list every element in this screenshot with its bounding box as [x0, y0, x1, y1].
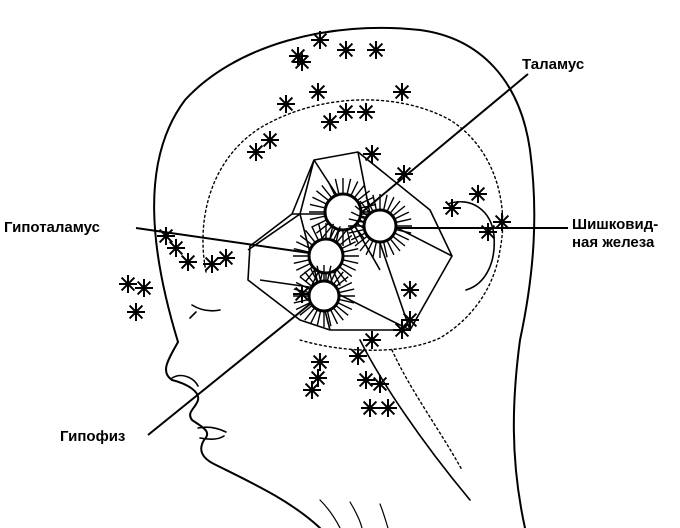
thalamus-label: Таламус [522, 56, 584, 74]
starburst-icon [361, 399, 379, 417]
pineal-label-line2: ная железа [572, 234, 658, 252]
starburst-icon [393, 83, 411, 101]
starburst-icon [401, 311, 419, 329]
starburst-icon [247, 143, 265, 161]
starburst-icon [337, 41, 355, 59]
starburst-icon [119, 275, 137, 293]
face-profile [166, 342, 320, 528]
pituitary-pointer [148, 296, 320, 435]
hypothalamus-label: Гипоталамус [4, 219, 100, 237]
pituitary-label: Гипофиз [60, 428, 125, 446]
starburst-icon [349, 347, 367, 365]
pineal-gland-label: Шишковид- ная железа [572, 216, 658, 252]
starburst-icon [167, 239, 185, 257]
starburst-icon [321, 113, 339, 131]
eye [190, 305, 220, 318]
starburst-icon [367, 41, 385, 59]
starburst-icon [363, 145, 381, 163]
lips [198, 427, 226, 439]
starburst-icon [493, 213, 511, 231]
starburst-icon [395, 165, 413, 183]
starburst-icon [309, 83, 327, 101]
starburst-icon [277, 95, 295, 113]
starburst-icon [261, 131, 279, 149]
starburst-icon [379, 399, 397, 417]
starburst-icon [363, 331, 381, 349]
starburst-icon [311, 31, 329, 49]
neck-line [360, 340, 470, 500]
starburst-icon [357, 103, 375, 121]
starburst-icon [337, 103, 355, 121]
starburst-icon [157, 227, 175, 245]
starburst-icon [393, 321, 411, 339]
starburst-icon [311, 353, 329, 371]
star-bursts [119, 31, 511, 417]
starburst-icon [135, 279, 153, 297]
starburst-icon [443, 199, 461, 217]
starburst-icon [289, 47, 307, 65]
glands [293, 178, 412, 327]
ear [448, 202, 494, 290]
starburst-icon [127, 303, 145, 321]
starburst-icon [357, 371, 375, 389]
starburst-icon [303, 381, 321, 399]
starburst-icon [217, 249, 235, 267]
starburst-icon [479, 223, 497, 241]
starburst-icon [179, 253, 197, 271]
starburst-icon [401, 281, 419, 299]
hair-strands [320, 500, 388, 528]
pineal-label-line1: Шишковид- [572, 216, 658, 234]
starburst-icon [371, 375, 389, 393]
starburst-icon [469, 185, 487, 203]
